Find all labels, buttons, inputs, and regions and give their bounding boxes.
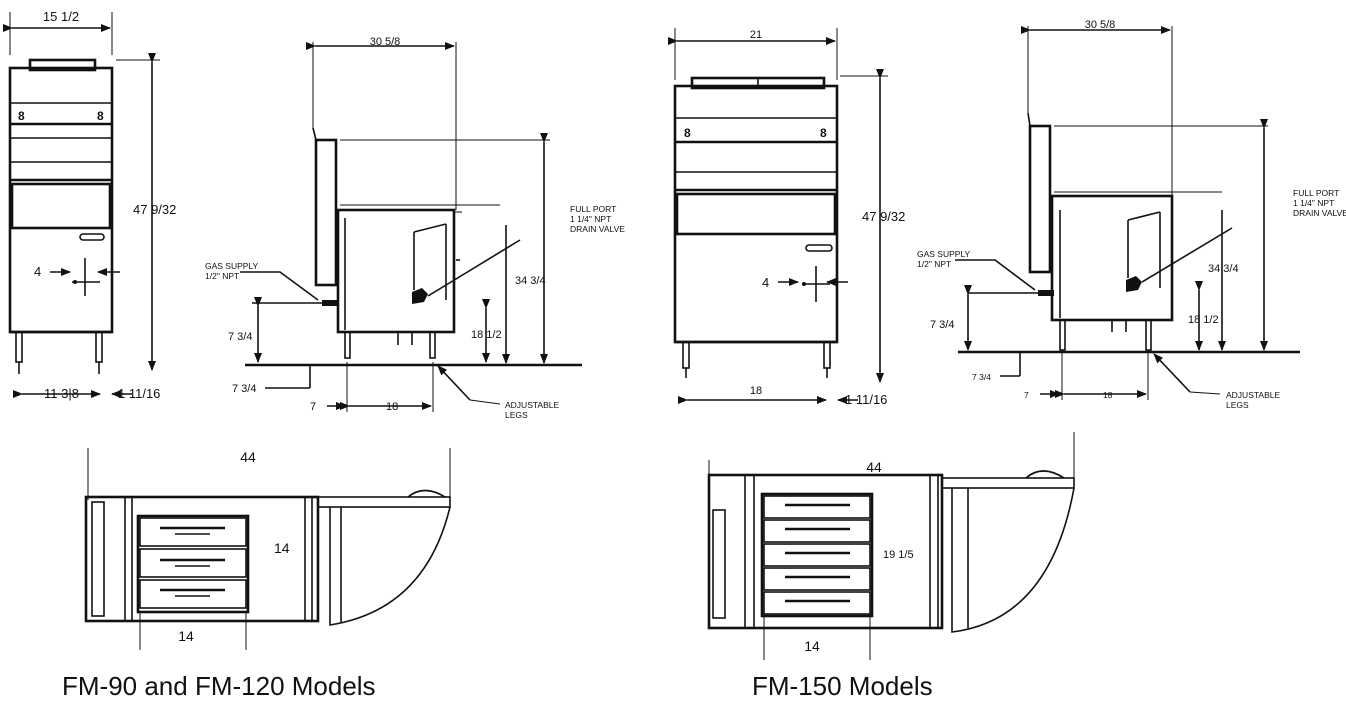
svg-text:8: 8	[18, 109, 25, 123]
right-top-baskets	[763, 495, 871, 615]
left-side-h18-dim: 18 1/2	[471, 329, 502, 341]
left-side-depth-dim: 30 5/8	[370, 36, 401, 48]
right-front-view: 21 8 8 4 47 9/32 18 1 11/16	[668, 28, 905, 407]
right-side-h7-left-dim: 7 3/4	[930, 319, 954, 331]
right-top-width-dim: 44	[866, 459, 882, 475]
svg-text:8: 8	[97, 109, 104, 123]
left-top-baskets	[139, 517, 247, 609]
left-front-offset-dim: 1 11/16	[118, 386, 160, 401]
left-front-flue-dim: 4	[34, 264, 41, 279]
left-side-h7-bottom-dim: 7 3/4	[232, 383, 256, 395]
right-front-flue-dim: 4	[762, 275, 769, 290]
right-front-height-dim: 47 9/32	[862, 209, 905, 224]
left-front-height-dim: 47 9/32	[133, 202, 176, 217]
svg-text:8: 8	[820, 126, 827, 140]
left-top-view: 44 14 14	[84, 448, 451, 650]
left-front-view: 15 1/2 8 8 4 47 9/32 11 3|8 1 11/16	[3, 9, 176, 401]
right-top-pot-width-dim: 14	[804, 638, 820, 654]
right-top-depth-dim: 19 1/5	[883, 549, 914, 561]
right-side-depth-dim: 30 5/8	[1085, 19, 1116, 31]
svg-text:8: 8	[684, 126, 691, 140]
left-side-h34-dim: 34 3/4	[515, 275, 546, 287]
left-top-pot-width-dim: 14	[178, 628, 194, 644]
left-side-leg-spacing-dim: 18	[386, 401, 398, 413]
right-side-leg-offset-dim: 7	[1024, 390, 1029, 400]
right-side-h18-dim: 18 1/2	[1188, 314, 1219, 326]
left-side-h7-left-dim: 7 3/4	[228, 331, 252, 343]
left-models-title: FM-90 and FM-120 Models	[62, 671, 376, 701]
right-front-width-dim: 21	[750, 29, 762, 41]
left-front-legs-dim: 11 3|8	[44, 386, 79, 401]
right-front-offset-dim: 1 11/16	[845, 392, 887, 407]
right-front-legs-dim: 18	[750, 385, 762, 397]
right-side-h34-dim: 34 3/4	[1208, 263, 1239, 275]
right-top-view: 44 19 1/5 14	[707, 432, 1075, 660]
left-side-leg-offset-dim: 7	[310, 401, 316, 413]
right-side-leg-spacing-dim: 18	[1103, 390, 1113, 400]
right-side-h7-bottom-dim: 7 3/4	[972, 372, 991, 382]
left-front-width-dim: 15 1/2	[43, 9, 79, 24]
right-models-title: FM-150 Models	[752, 671, 933, 701]
left-top-depth-dim: 14	[274, 540, 290, 556]
left-top-width-dim: 44	[240, 449, 256, 465]
